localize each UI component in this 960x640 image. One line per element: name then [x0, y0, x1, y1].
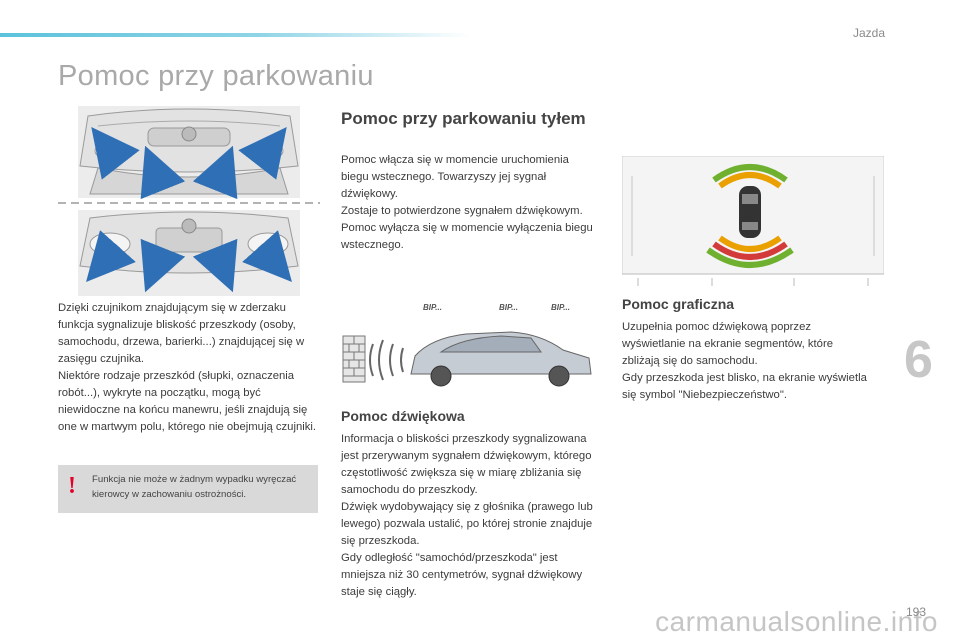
brick-wall: [342, 335, 366, 383]
rear-parking-paragraph: Pomoc włącza się w momencie uruchomienia…: [341, 154, 593, 251]
warning-text: Funkcja nie może w żadnym wypadku wyręcz…: [92, 474, 297, 500]
display-screen-illustration: [622, 156, 884, 286]
beep-label: BIP...: [499, 303, 518, 312]
visual-assist-heading: Pomoc graficzna: [622, 296, 735, 312]
page-title: Pomoc przy parkowaniu: [58, 60, 374, 92]
audible-assist-illustration: BIP... BIP... BIP...: [342, 303, 592, 387]
watermark: carmanualsonline.info: [655, 606, 938, 637]
section-label: Jazda: [852, 26, 885, 40]
beep-label: BIP...: [423, 303, 442, 312]
warning-box: ! Funkcja nie może w żadnym wypadku wyrę…: [58, 465, 318, 513]
beep-label: BIP...: [551, 303, 570, 312]
car-sensors-illustration: [58, 106, 320, 296]
intro-paragraph: Dzięki czujnikom znajdującym się w zderz…: [58, 302, 317, 433]
visual-assist-paragraph: Uzupełnia pomoc dźwiękową poprzez wyświe…: [622, 321, 867, 401]
header-accent-bar: [0, 33, 470, 37]
audible-assist-heading: Pomoc dźwiękowa: [341, 408, 465, 424]
chapter-number: 6: [904, 331, 933, 389]
exclamation-icon: !: [68, 473, 76, 499]
rear-parking-heading: Pomoc przy parkowaniu tyłem: [341, 109, 586, 128]
audible-assist-paragraph: Informacja o bliskości przeszkody sygnal…: [341, 433, 593, 598]
page-number: 193: [906, 605, 927, 619]
